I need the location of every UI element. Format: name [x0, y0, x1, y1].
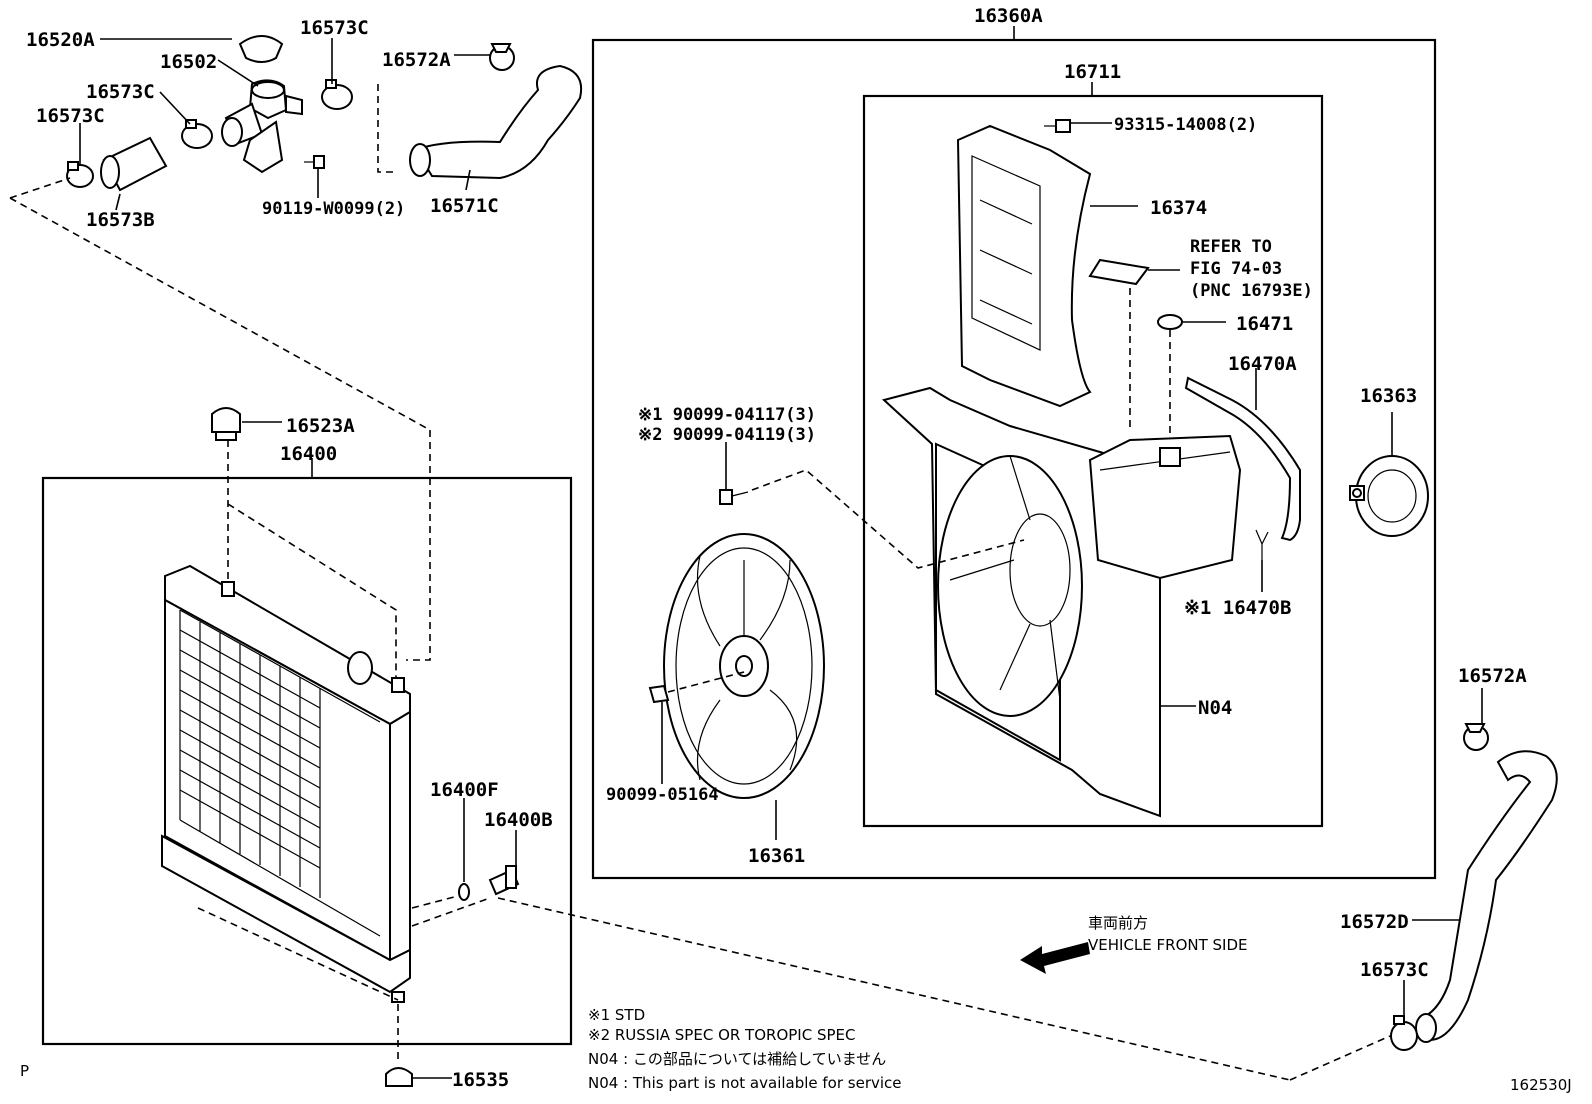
leader-16571C [465, 169, 471, 191]
dash-radiator-bottom [197, 907, 399, 1001]
label-N04: N04 [1198, 697, 1232, 719]
dash-lower-hose-connect [497, 897, 1291, 1081]
corner-mark: P [20, 1062, 29, 1080]
fan-shroud-part [881, 386, 1242, 818]
label-16573C-right: 16573C [1360, 959, 1429, 981]
note-n04-jp: N04 : この部品については補給していません [588, 1050, 886, 1068]
hose-clamp-16572A-top [489, 43, 515, 71]
label-16571C: 16571C [430, 195, 499, 217]
vehicle-front-jp: 車両前方 [1088, 914, 1148, 932]
fan-16361-part [663, 533, 825, 799]
dash-left-to-radiator [9, 197, 431, 431]
filler-neck-part [221, 79, 303, 174]
dash-drain-cock [411, 897, 491, 927]
radiator-assembly-box [41, 476, 573, 1046]
dash-radiator-top [227, 503, 397, 678]
reservoir-cap-16471-part [1157, 314, 1183, 330]
hose-clamp-16573C-top [321, 79, 353, 110]
label-16400: 16400 [280, 443, 337, 465]
label-16470A: 16470A [1228, 353, 1297, 375]
bolt-90099-0411x-part [719, 489, 749, 505]
vehicle-front-en: VEHICLE FRONT SIDE [1088, 936, 1248, 954]
label-16374: 16374 [1150, 197, 1207, 219]
leader-16573B [115, 193, 121, 211]
dash-oring [411, 895, 459, 909]
bolt-90119-part [304, 155, 325, 169]
label-16572A-top: 16572A [382, 49, 451, 71]
dash-lower-hose-end [1289, 1035, 1391, 1081]
radiator-cap-part [238, 35, 284, 63]
label-refer-line3: (PNC 16793E) [1190, 281, 1313, 301]
leader-16573C-mid [159, 91, 191, 125]
lower-hose-16572D-part [1415, 750, 1558, 1043]
label-16363: 16363 [1360, 385, 1417, 407]
label-90099-04119: ※2 90099-04119(3) [638, 425, 816, 445]
overflow-hose-16470A-part [1184, 376, 1301, 542]
label-16502: 16502 [160, 51, 217, 73]
shroud-subassembly-box [862, 94, 1324, 828]
label-16470B: ※1 16470B [1184, 597, 1291, 619]
label-16400F: 16400F [430, 779, 499, 801]
upper-hose-16571C-part [409, 64, 582, 180]
label-16400B: 16400B [484, 809, 553, 831]
note-russia-spec: ※2 RUSSIA SPEC OR TOROPIC SPEC [588, 1026, 856, 1044]
figure-id: 162530J [1510, 1076, 1572, 1094]
clip-16470B-part [1255, 529, 1269, 560]
drain-plug-16535-part [385, 1067, 413, 1087]
dash-clamp-to-hose [377, 84, 396, 173]
dash-left-hose-start [9, 177, 71, 199]
hose-16573B-part [100, 136, 168, 192]
dash-radiator-inlet [406, 430, 431, 661]
hose-clamp-16573C-right [1390, 1015, 1418, 1051]
label-16711: 16711 [1064, 61, 1121, 83]
vehicle-front-arrow-icon [1020, 942, 1090, 974]
label-16572D: 16572D [1340, 911, 1409, 933]
o-ring-16400F-part [458, 883, 470, 901]
label-93315: 93315-14008(2) [1114, 115, 1257, 135]
nut-90099-05164-part [648, 684, 670, 704]
leader-16502 [217, 59, 259, 87]
dash-nut-to-fan [667, 671, 745, 693]
label-plate-part [1088, 258, 1150, 286]
label-90119: 90119-W0099(2) [262, 199, 405, 219]
drain-cock-16400B-part [488, 865, 520, 896]
label-16573C-mid: 16573C [86, 81, 155, 103]
dash-bolt-to-shroud [751, 469, 1025, 569]
label-refer-line1: REFER TO [1190, 237, 1272, 257]
bolt-93315-part [1044, 119, 1071, 133]
label-16573C-left: 16573C [36, 105, 105, 127]
fan-motor-16363-part [1349, 455, 1429, 537]
radiator-core-part [161, 564, 411, 1003]
shroud-panel-16374-part [956, 124, 1092, 408]
label-16360A: 16360A [974, 5, 1043, 27]
label-16471: 16471 [1236, 313, 1293, 335]
label-16520A: 16520A [26, 29, 95, 51]
label-16523A: 16523A [286, 415, 355, 437]
label-16361: 16361 [748, 845, 805, 867]
label-16535: 16535 [452, 1069, 509, 1091]
radiator-cap-16523A-part [211, 407, 241, 441]
label-refer-line2: FIG 74-03 [1190, 259, 1282, 279]
label-16573B: 16573B [86, 209, 155, 231]
label-90099-05164: 90099-05164 [606, 785, 719, 805]
hose-clamp-16573C-left [66, 161, 94, 188]
note-std: ※1 STD [588, 1006, 645, 1024]
label-16573C-top: 16573C [300, 17, 369, 39]
note-n04-en: N04 : This part is not available for ser… [588, 1074, 902, 1092]
label-90099-04117: ※1 90099-04117(3) [638, 405, 816, 425]
label-16572A-right: 16572A [1458, 665, 1527, 687]
hose-clamp-16573C-mid [181, 119, 213, 149]
hose-clamp-16572A-right [1463, 723, 1489, 751]
